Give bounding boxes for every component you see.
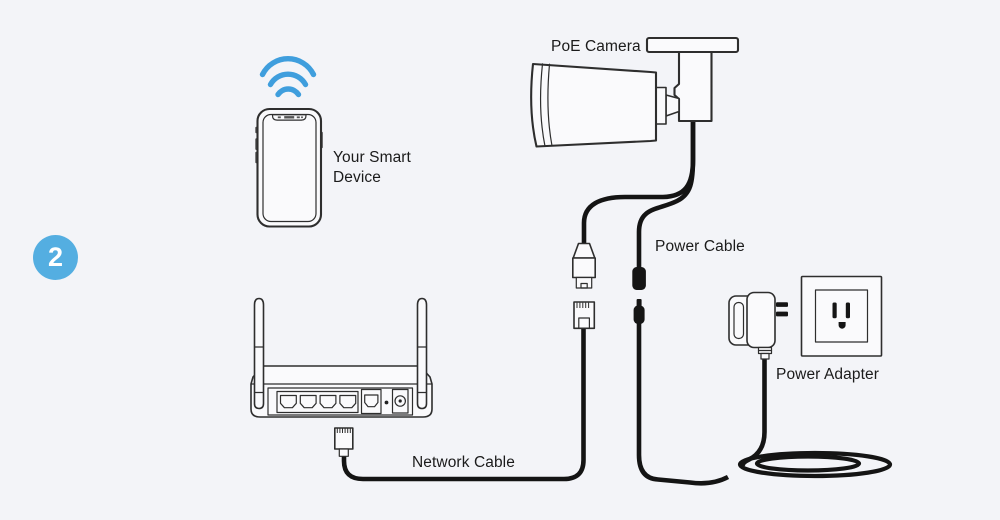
wifi-router-icon: [250, 297, 433, 418]
cable-coil-icon: [737, 450, 893, 479]
power-cable-line: [636, 121, 730, 486]
smartphone-icon: [255, 107, 323, 228]
power-adapter-label: Power Adapter: [776, 366, 879, 383]
lan-ports: [279, 394, 357, 409]
wall-outlet-icon: [800, 275, 883, 357]
reset-dot: [384, 400, 389, 405]
poe-camera-label: PoE Camera: [551, 38, 641, 55]
adapter-cord-line: [740, 358, 767, 469]
poe-bullet-camera-icon: [530, 36, 740, 148]
router-rj45-plug-icon: [333, 427, 354, 457]
wan-port: [360, 388, 382, 415]
step-number-badge: 2: [33, 235, 78, 280]
dc-power-connector-icon: [632, 267, 646, 324]
step-number: 2: [47, 242, 64, 272]
smart-device-label: Your Smart Device: [333, 149, 411, 186]
power-adapter-plug-icon: [728, 291, 788, 360]
wifi-signal-icon: [259, 56, 317, 98]
network-cable-label: Network Cable: [412, 454, 515, 471]
power-cable-label: Power Cable: [655, 238, 745, 255]
network-cable-line: [341, 327, 586, 482]
rj45-jack-icon: [573, 301, 596, 330]
rj45-plug-icon: [571, 242, 596, 289]
router-power-jack: [391, 388, 409, 414]
